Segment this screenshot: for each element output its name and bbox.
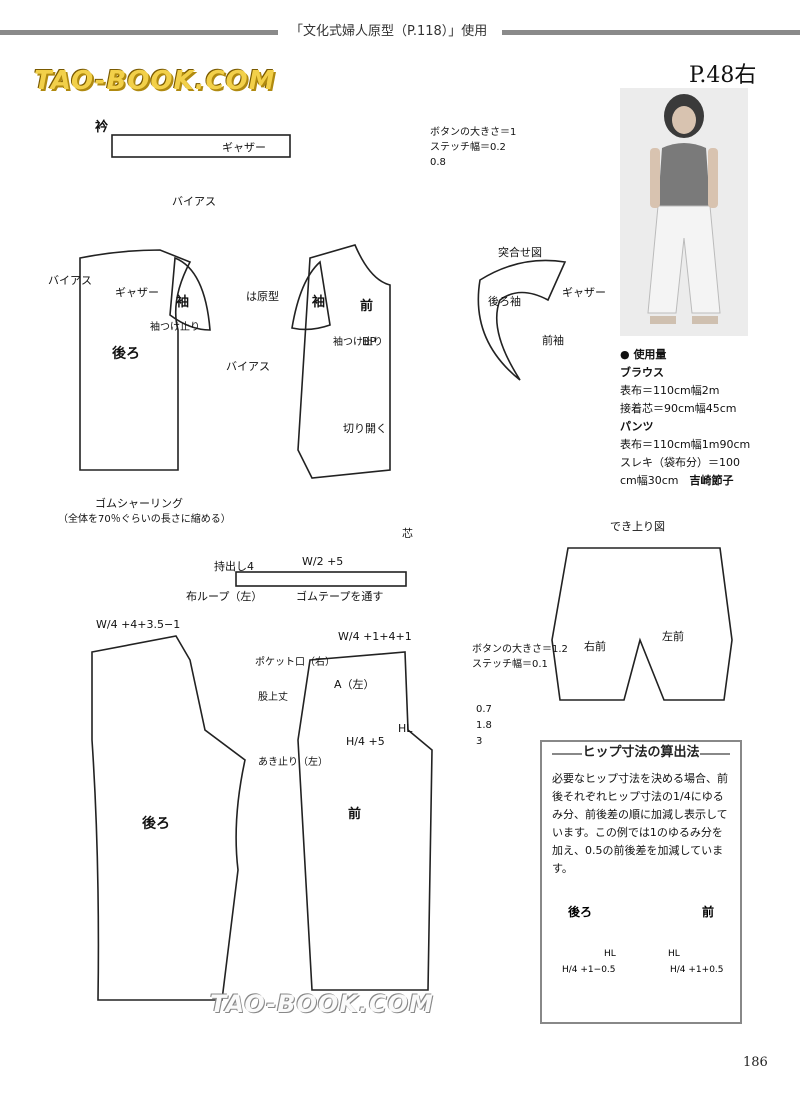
blouse-title: ブラウス — [620, 366, 664, 379]
hip-hl-front: HL — [668, 949, 680, 959]
collar-piece — [111, 134, 291, 158]
label-right-front: 右前 — [584, 639, 606, 653]
hip-box-labels: 後ろ 前 HL HL H/4 +1−0.5 H/4 +1+0.5 — [562, 904, 724, 975]
hip-box-title: ヒップ寸法の算出法 — [542, 742, 740, 764]
pants-title: パンツ — [620, 420, 654, 433]
label-bias-left: バイアス — [48, 274, 92, 287]
label-back-pants: 後ろ — [142, 815, 170, 832]
label-back-waist: W/4 +4+3.5−1 — [96, 618, 180, 631]
label-pocket: ポケット口（右） — [255, 655, 335, 668]
materials-info: ● 使用量 ブラウス 表布＝110cm幅2m 接着芯＝90cm幅45cm パンツ… — [620, 346, 790, 490]
label-stitch-val-2a: 0.7 — [476, 704, 492, 715]
label-front-pants: 前 — [348, 806, 361, 822]
label-hl: HL — [398, 722, 413, 735]
hip-back-label: 後ろ — [568, 904, 592, 919]
label-stitch-val-2b: 1.8 — [476, 720, 492, 731]
front-sleeve-piece — [291, 260, 331, 331]
pants-line-3: cm幅30cm 吉崎節子 — [620, 474, 734, 487]
label-stitch-val-1: 0.8 — [430, 157, 446, 168]
label-front-sleeve: 前袖 — [542, 333, 564, 347]
label-matching: 突合せ図 — [498, 245, 542, 259]
label-button-note-1: ボタンの大きさ＝1 — [430, 125, 516, 138]
label-rubber-note: （全体を70％ぐらいの長さに縮める） — [58, 512, 231, 525]
header-rule-left — [0, 30, 278, 35]
hip-front-label: 前 — [702, 904, 714, 919]
label-center: 芯 — [402, 526, 413, 540]
pants-line-1: 表布＝110cm幅1m90cm — [620, 438, 751, 451]
hip-hl-back: HL — [604, 949, 616, 959]
finished-pants-drawing — [551, 547, 733, 701]
label-front-blouse: 前 — [360, 298, 373, 314]
page-header: 「文化式婦人原型（P.118）」使用 — [0, 18, 800, 40]
hip-calc-box: ヒップ寸法の算出法 必要なヒップ寸法を決める場合、前後それぞれヒップ寸法の1/4… — [540, 740, 742, 1024]
label-back: 後ろ — [112, 345, 140, 362]
watermark-top: TAO-BOOK.COM — [34, 66, 276, 96]
watermark-bottom: TAO-BOOK.COM — [210, 990, 434, 1018]
pants-front-piece — [297, 651, 433, 991]
page-reference: P.48右 — [689, 63, 757, 88]
label-waist-formula: W/2 +5 — [302, 555, 343, 568]
label-stitch-note-1: ステッチ幅＝0.2 — [430, 140, 506, 153]
label-button-note-2: ボタンの大きさ＝1.2 — [472, 642, 568, 655]
header-rule-right — [502, 30, 800, 35]
blouse-back-piece — [79, 249, 192, 471]
label-sleeve-back: 袖 — [176, 294, 189, 310]
blouse-line-2: 接着芯＝90cm幅45cm — [620, 402, 737, 415]
label-gather-back: ギャザー — [115, 286, 159, 299]
waistband-piece — [235, 571, 407, 587]
materials-title: ● 使用量 — [620, 348, 667, 361]
label-bias-right: バイアス — [226, 360, 270, 373]
label-gather-collar: ギャザー — [222, 141, 266, 154]
label-stitch-note-2: ステッチ幅＝0.1 — [472, 657, 548, 670]
label-rubber-tape: ゴムテープを通す — [296, 589, 383, 603]
label-cut-open: 切り開く — [343, 422, 387, 435]
label-original: は原型 — [246, 289, 279, 303]
label-a-left: A（左） — [334, 678, 375, 691]
label-sleeve-stop-back: 袖つけ止り — [150, 320, 200, 333]
label-bias-top: バイアス — [172, 195, 216, 208]
pants-back-piece — [91, 635, 246, 1001]
header-note: 「文化式婦人原型（P.118）」使用 — [290, 24, 488, 39]
label-sleeve-front: 袖 — [312, 294, 325, 310]
model-figure-icon — [620, 88, 748, 336]
label-rubber-shirring: ゴムシャーリング — [95, 496, 183, 510]
sleeve-matching-piece — [477, 259, 567, 381]
hip-front-formula: H/4 +1+0.5 — [670, 965, 724, 975]
label-hip-front: H/4 +5 — [346, 735, 385, 748]
blouse-front-piece — [297, 244, 391, 479]
label-left-front: 左前 — [662, 629, 684, 643]
hip-box-text: 必要なヒップ寸法を決める場合、前後それぞれヒップ寸法の1/4にゆるみ分、前後差の… — [552, 772, 728, 875]
label-collar: 衿 — [95, 119, 108, 135]
pants-line-2: スレキ（袋布分）＝100 — [620, 456, 740, 469]
label-gather-match: ギャザー — [562, 286, 606, 299]
model-photo — [620, 88, 748, 336]
label-front-waist: W/4 +1+4+1 — [338, 630, 412, 643]
label-stitch-val-2c: 3 — [476, 736, 482, 747]
label-fabric-loop: 布ループ（左） — [186, 590, 262, 603]
page-number: 186 — [743, 1055, 768, 1070]
label-finished: でき上り図 — [610, 520, 665, 533]
label-opening: あき止り（左） — [258, 755, 328, 768]
label-back-sleeve: 後ろ袖 — [488, 294, 521, 308]
label-sleeve-stop-front: 袖つけ止り — [333, 335, 383, 348]
blouse-line-1: 表布＝110cm幅2m — [620, 384, 720, 397]
label-holder: 持出し4 — [214, 559, 254, 573]
label-rise: 股上丈 — [258, 691, 288, 703]
hip-back-formula: H/4 +1−0.5 — [562, 965, 616, 975]
label-bp: BP — [362, 335, 377, 348]
back-sleeve-piece — [169, 256, 211, 331]
